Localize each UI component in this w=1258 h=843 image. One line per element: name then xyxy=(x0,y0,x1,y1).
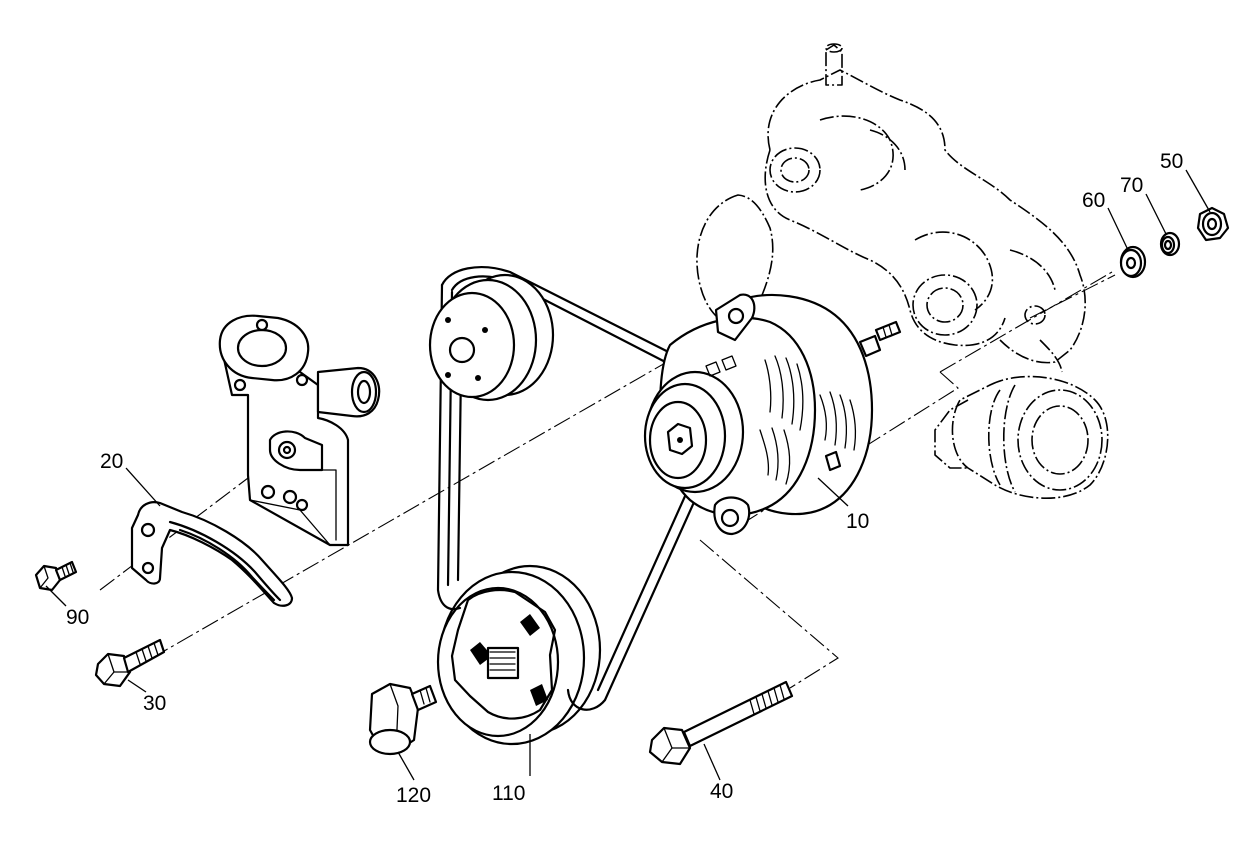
pump-housing xyxy=(218,314,381,547)
bolt-30 xyxy=(94,638,166,688)
callout-110: 110 xyxy=(492,782,525,805)
callout-90: 90 xyxy=(66,606,89,629)
callout-40: 40 xyxy=(710,780,733,803)
callout-60: 60 xyxy=(1082,189,1105,212)
callout-30: 30 xyxy=(143,692,166,715)
callout-120: 120 xyxy=(396,784,431,807)
lock-washer-70 xyxy=(1159,231,1181,257)
bolt-120 xyxy=(368,682,438,756)
water-pump-pulley xyxy=(428,273,555,402)
bolt-90 xyxy=(34,560,78,592)
nut-50 xyxy=(1196,206,1230,242)
alternator xyxy=(643,293,902,536)
crank-pulley xyxy=(436,564,602,746)
leader-lines xyxy=(45,169,1211,781)
adjusting-bracket xyxy=(130,501,294,607)
washer-60 xyxy=(1119,245,1147,279)
callout-70: 70 xyxy=(1120,174,1143,197)
callout-labels: 10 20 30 40 50 60 70 90 110 120 xyxy=(66,150,1183,807)
bolt-40 xyxy=(648,680,794,766)
callout-20: 20 xyxy=(100,450,123,473)
callout-50: 50 xyxy=(1160,150,1183,173)
engine-block-phantom xyxy=(696,43,1109,499)
callout-10: 10 xyxy=(846,510,869,533)
